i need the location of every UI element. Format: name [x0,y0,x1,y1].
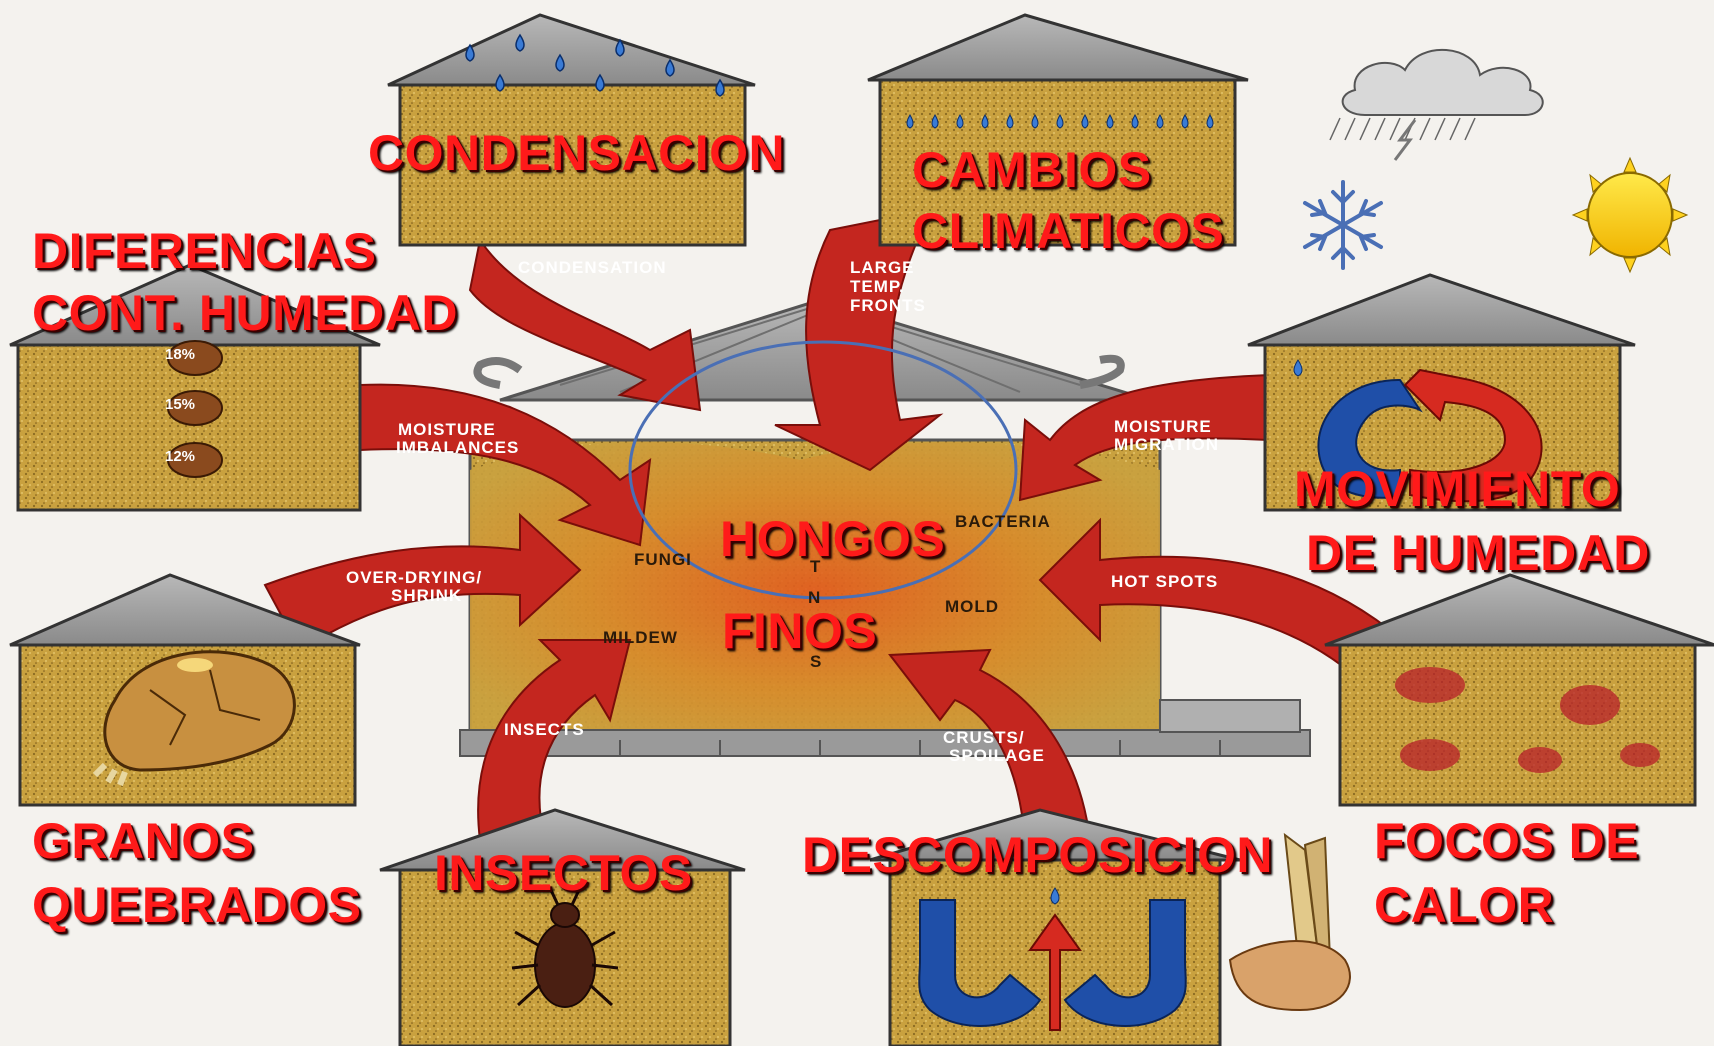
label-large-temp-1: LARGE [850,258,915,277]
sun-icon [1571,156,1689,274]
label-condensation: CONDENSATION [518,258,667,277]
label-condensacion: CONDENSACION [368,125,786,181]
label-mildew: MILDEW [603,628,678,647]
label-moisture-imbalances-1: MOISTURE [398,420,496,439]
bin-broken-grain [9,573,361,807]
bin-condensation [387,13,756,247]
label-cont-humedad: CONT. HUMEDAD [32,285,458,341]
arrows [263,208,1392,841]
label-focos-de: FOCOS DE [1374,813,1640,869]
label-de-humedad: DE HUMEDAD [1306,525,1650,581]
label-insectos: INSECTOS [434,845,693,901]
label-movimiento: MOVIMIENTO [1294,461,1621,517]
label-over-drying-1: OVER-DRYING/ [346,568,483,587]
label-quebrados: QUEBRADOS [32,877,362,933]
label-descomposicion: DESCOMPOSICION [802,827,1273,883]
clothespin-sock-icon [1228,832,1351,1012]
bin-insects [379,808,746,1046]
label-s: S [810,652,823,671]
moisture-level-18: 18% [165,346,196,363]
label-fungi: FUNGI [634,550,692,569]
label-moisture-migration-2: MIGRATION [1114,435,1220,454]
moisture-level-15: 15% [165,396,196,413]
label-mold: MOLD [945,597,1000,616]
label-climaticos: CLIMATICOS [912,203,1225,259]
label-crusts-1: CRUSTS/ [943,728,1025,747]
beetle-icon [511,887,619,1008]
label-n: N [808,588,822,607]
label-crusts-2: SPOILAGE [949,746,1045,765]
label-hongos: HONGOS [720,511,946,567]
label-cambios: CAMBIOS [912,142,1152,198]
label-t: T [810,557,822,576]
label-moisture-imbalances-2: IMBALANCES [396,438,520,457]
bin-spoilage [869,808,1241,1046]
label-diferencias: DIFERENCIAS [32,223,377,279]
label-large-temp-2: TEMP. [850,277,905,296]
bin-moisture-migration [1247,273,1636,512]
label-granos: GRANOS [32,813,255,869]
label-bacteria: BACTERIA [955,512,1051,531]
label-moisture-migration-1: MOISTURE [1114,417,1212,436]
bin-moisture-differences [9,263,381,512]
bin-climate [867,13,1249,247]
rain-cloud-icon [1329,48,1544,161]
bin-hot-spots [1324,573,1714,807]
label-over-drying-2: SHRINK [391,586,463,605]
highlight-ellipse [628,340,1018,600]
label-large-temp-3: FRONTS [850,296,926,315]
label-hot-spots: HOT SPOTS [1111,572,1219,591]
moisture-level-12: 12% [165,448,196,465]
label-calor: CALOR [1374,877,1555,933]
snowflake-icon [1303,180,1383,270]
label-insects-en: INSECTS [504,720,585,739]
label-finos: FINOS [722,603,878,659]
